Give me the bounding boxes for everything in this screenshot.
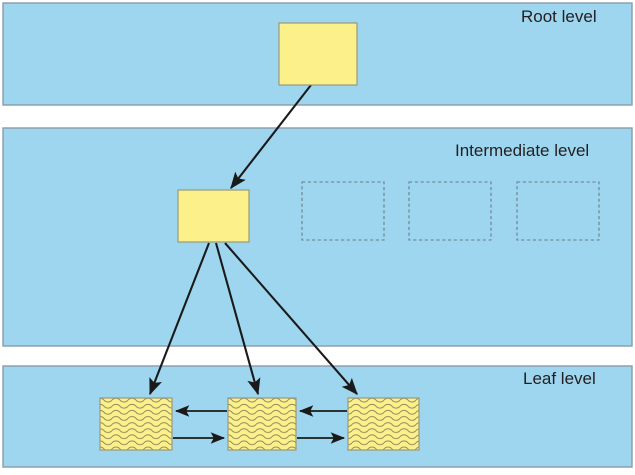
- band-label-intermediate: Intermediate level: [455, 141, 590, 160]
- root-node[interactable]: [278, 22, 358, 86]
- nodes-group: [99, 22, 420, 451]
- band-intermediate: [2, 127, 633, 347]
- arrow-intermediate-to-leaf-2: [214, 242, 261, 396]
- placeholder-box-2[interactable]: [408, 181, 492, 241]
- placeholder-boxes-group: [301, 181, 600, 241]
- bands-group: [2, 2, 633, 468]
- leaf-node-3[interactable]: [347, 397, 420, 451]
- arrow-intermediate-to-leaf-1: [149, 242, 210, 396]
- leaf-node-2[interactable]: [227, 397, 297, 451]
- arrows-group: [149, 84, 358, 444]
- arrow-intermediate-to-leaf-3: [224, 242, 358, 395]
- band-label-leaf: Leaf level: [523, 369, 596, 388]
- placeholder-box-3[interactable]: [516, 181, 600, 241]
- placeholder-box-1[interactable]: [301, 181, 385, 241]
- band-label-root: Root level: [521, 7, 597, 26]
- leaf-node-1[interactable]: [99, 397, 173, 451]
- arrow-root-to-intermediate: [230, 84, 312, 189]
- intermediate-node[interactable]: [177, 189, 250, 243]
